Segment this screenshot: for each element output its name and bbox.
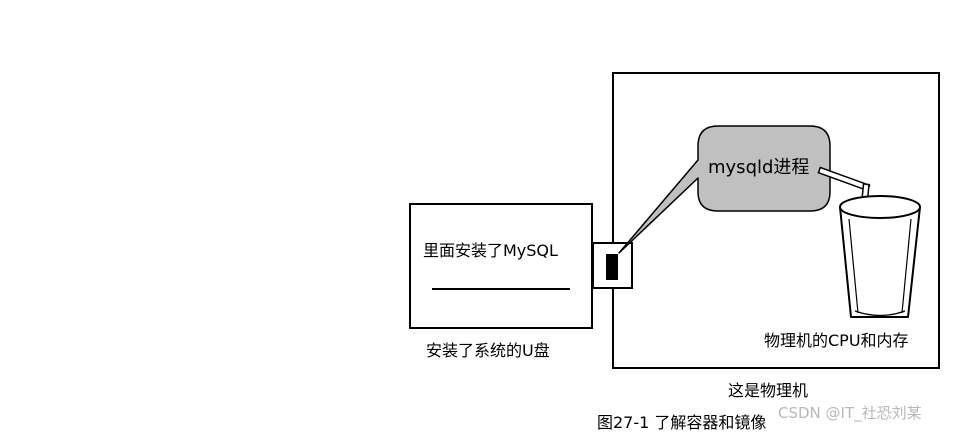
figure-caption: 图27-1 了解容器和镜像 [597,413,767,432]
physical-machine-caption: 这是物理机 [728,381,809,400]
process-bubble [618,125,831,254]
usb-port-slot [606,254,618,280]
usb-disk-box [409,203,593,329]
glass-icon [817,166,921,318]
usb-disk-label: 里面安装了MySQL [423,241,558,260]
watermark: CSDN @IT_社恐刘某 [778,404,922,422]
cpu-memory-label: 物理机的CPU和内存 [764,331,909,350]
process-bubble-label: mysqld进程 [708,157,810,178]
usb-disk-caption: 安装了系统的U盘 [426,341,550,360]
